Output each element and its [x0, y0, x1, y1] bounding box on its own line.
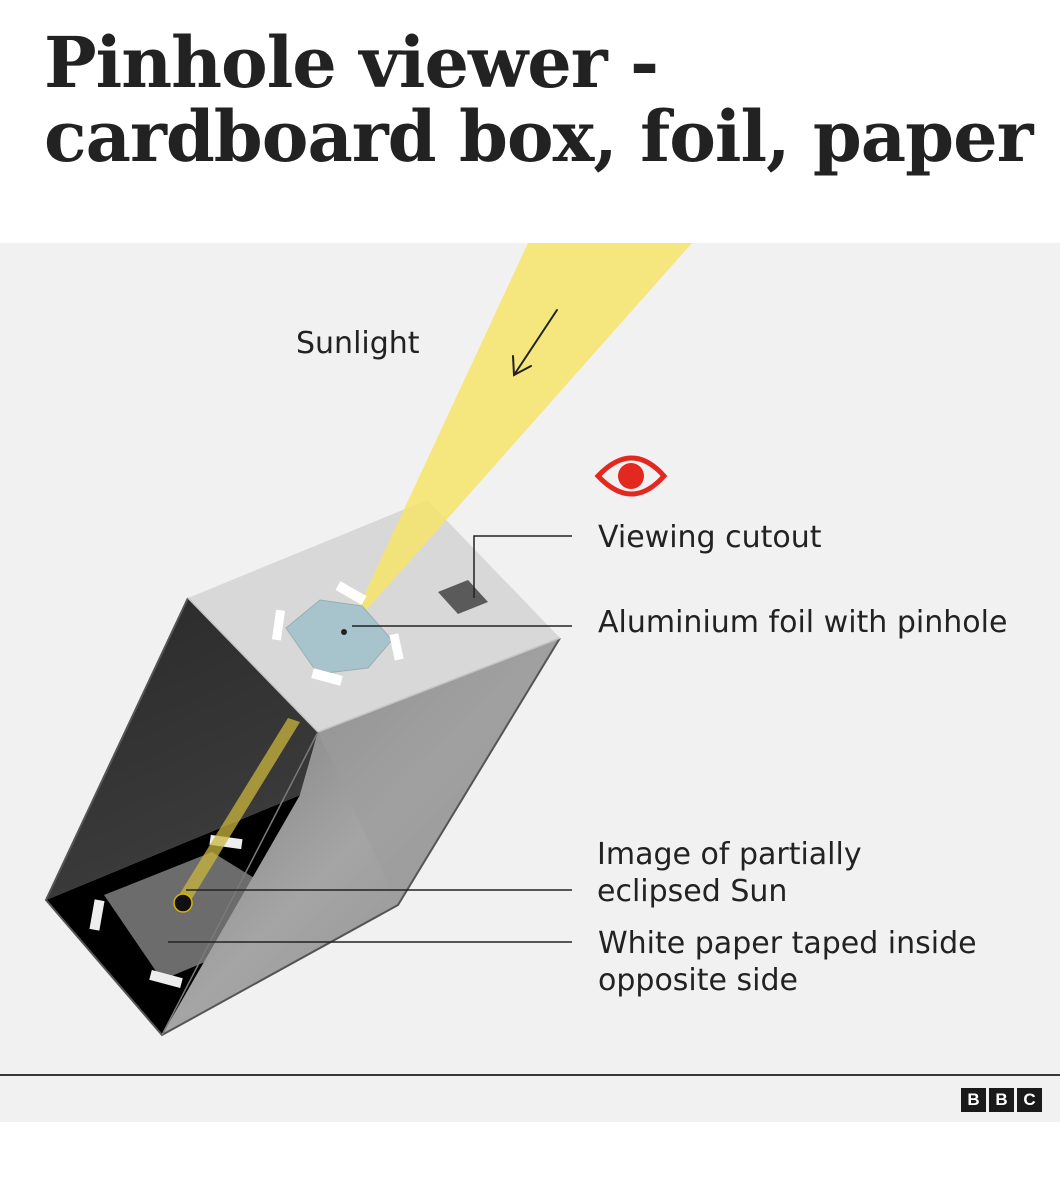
inner-beam: [176, 718, 300, 905]
foil-tape: [335, 581, 367, 605]
foil-tape: [311, 668, 343, 686]
box-inner-wall: [46, 598, 318, 900]
diagram-illustration: [44, 243, 692, 1037]
label-paper-line-1: White paper taped inside: [598, 926, 977, 961]
title-line-2: cardboard box, foil, paper: [44, 95, 1034, 178]
bbc-logo-letter: B: [989, 1088, 1014, 1112]
label-sun-image: Image of partially eclipsed Sun: [597, 836, 862, 910]
bbc-logo-letter: C: [1017, 1088, 1042, 1112]
box-edge: [161, 731, 319, 1036]
label-viewing-cutout: Viewing cutout: [598, 520, 822, 555]
eye-icon: [594, 455, 668, 497]
bbc-logo: B B C: [961, 1088, 1042, 1112]
pinhole: [341, 629, 347, 635]
footer-band: [0, 1076, 1060, 1122]
white-paper: [104, 852, 290, 980]
box-side-shade: [318, 638, 560, 905]
label-sun-image-line-1: Image of partially: [597, 837, 862, 872]
paper-tape: [149, 970, 183, 988]
page-title: Pinhole viewer - cardboard box, foil, pa…: [44, 26, 1044, 174]
foil-tape: [271, 609, 286, 641]
label-sun-image-line-2: eclipsed Sun: [597, 874, 788, 909]
label-foil: Aluminium foil with pinhole: [598, 605, 1008, 640]
leader-viewing-cutout: [473, 535, 572, 598]
footer-divider: [0, 1074, 1060, 1076]
pinhole-diagram: [0, 243, 1060, 1075]
arrow-down-left-icon: [512, 309, 558, 377]
sun-image: [173, 893, 193, 913]
sunlight-beam: [347, 243, 692, 632]
label-paper: White paper taped inside opposite side: [598, 925, 977, 999]
label-paper-line-2: opposite side: [598, 963, 798, 998]
paper-tape: [89, 899, 105, 931]
label-sunlight: Sunlight: [296, 326, 420, 361]
title-line-1: Pinhole viewer -: [44, 21, 659, 104]
viewing-cutout: [438, 580, 488, 614]
bbc-logo-letter: B: [961, 1088, 986, 1112]
foil-tape: [389, 633, 404, 661]
